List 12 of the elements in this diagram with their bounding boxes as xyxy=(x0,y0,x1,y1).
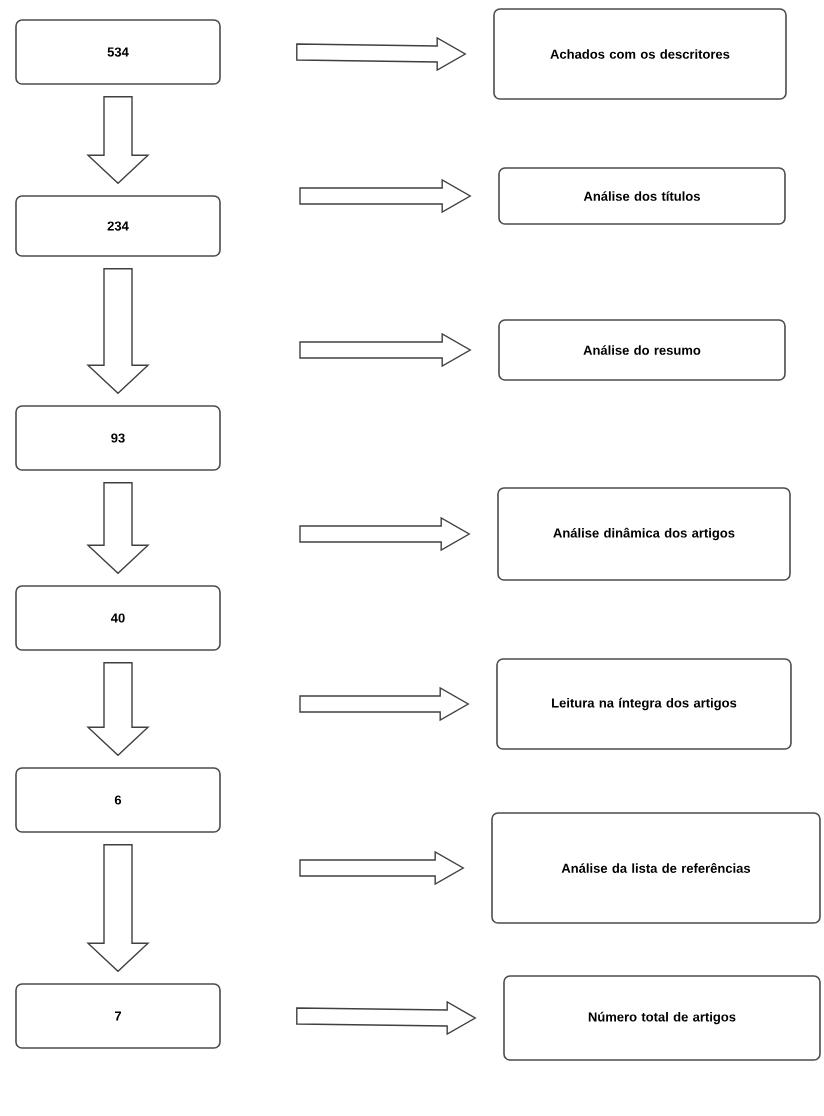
arrow xyxy=(299,516,471,552)
arrow xyxy=(296,1000,477,1036)
arrow xyxy=(296,36,467,72)
arrow xyxy=(86,268,150,395)
arrow xyxy=(86,662,150,757)
arrow xyxy=(299,178,472,214)
arrow xyxy=(299,332,472,368)
arrow xyxy=(86,482,150,575)
arrow xyxy=(299,850,465,886)
arrow xyxy=(86,96,150,185)
arrow xyxy=(86,844,150,973)
arrow xyxy=(299,686,470,722)
